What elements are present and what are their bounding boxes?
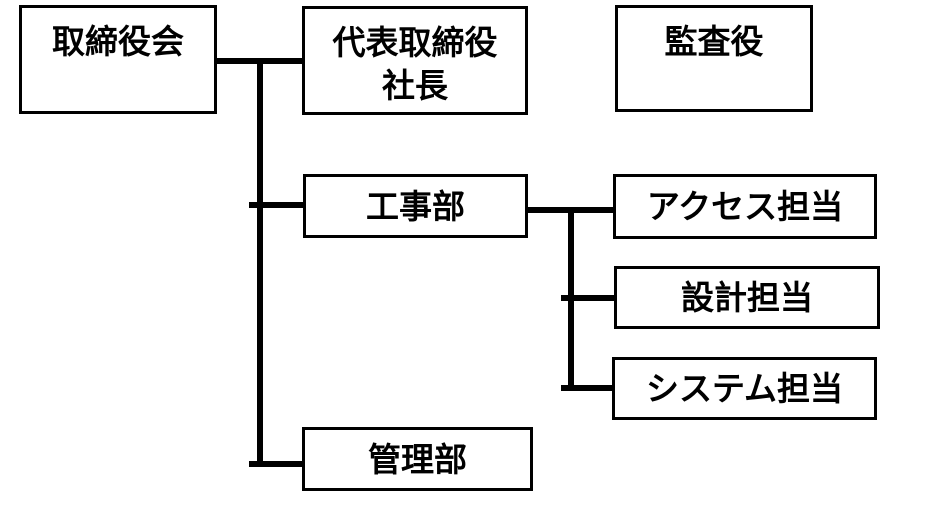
org-node-design-team: 設計担当 (614, 266, 880, 329)
connector-subtrunk-design (561, 295, 614, 301)
org-node-label: 代表取締役 社長 (332, 24, 498, 104)
org-node-label: 監査役 (664, 23, 764, 60)
org-node-system-team: システム担当 (612, 357, 877, 420)
org-node-access-team: アクセス担当 (613, 174, 877, 239)
org-node-label: 工事部 (366, 187, 465, 225)
org-node-admin-dept: 管理部 (302, 427, 533, 491)
org-node-auditor: 監査役 (615, 5, 813, 112)
connector-trunk-admin (249, 461, 302, 467)
org-node-board-of-directors: 取締役会 (19, 5, 217, 114)
connector-main-trunk (257, 58, 263, 467)
connector-subtrunk-system (561, 385, 613, 391)
org-node-construction-dept: 工事部 (303, 174, 528, 238)
connector-trunk-construction (249, 202, 303, 208)
org-node-label: システム担当 (645, 370, 843, 407)
org-node-label: 設計担当 (681, 279, 813, 316)
org-node-label: 取締役会 (52, 23, 184, 60)
org-node-label: 管理部 (368, 440, 467, 478)
org-node-president: 代表取締役 社長 (302, 6, 528, 115)
org-node-label: アクセス担当 (646, 188, 844, 225)
